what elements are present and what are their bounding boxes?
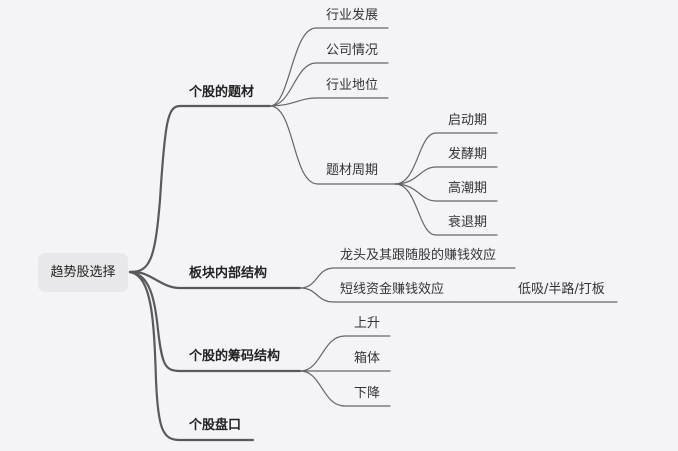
node-label: 题材周期 <box>326 163 379 178</box>
node-ticai[interactable]: 个股的题材 <box>189 86 254 99</box>
node-pankou-label: 个股盘口 <box>189 418 242 433</box>
node-label: 龙头及其跟随股的赚钱效应 <box>340 248 497 263</box>
node-bankuai-label: 板块内部结构 <box>189 266 268 281</box>
node-label: 短线资金赚钱效应 <box>340 282 445 297</box>
link-root-ticai <box>128 104 272 274</box>
node-gaochao[interactable]: 高潮期 <box>448 182 487 195</box>
node-dixi[interactable]: 低吸/半路/打板 <box>518 283 605 296</box>
node-label: 启动期 <box>448 113 488 128</box>
node-label: 行业地位 <box>326 78 379 93</box>
node-label: 公司情况 <box>326 43 379 58</box>
node-label: 下降 <box>354 386 381 401</box>
node-fajiao[interactable]: 发酵期 <box>448 148 487 161</box>
node-qidong[interactable]: 启动期 <box>448 114 487 127</box>
node-xiangti[interactable]: 箱体 <box>354 352 380 365</box>
node-label: 低吸/半路/打板 <box>518 282 605 297</box>
node-label: 高潮期 <box>448 181 488 196</box>
node-label: 衰退期 <box>448 215 488 230</box>
node-ticai-zhouqi[interactable]: 题材周期 <box>326 164 378 177</box>
node-label: 行业发展 <box>326 8 379 23</box>
link-root-pankou <box>128 270 255 442</box>
node-duanxian[interactable]: 短线资金赚钱效应 <box>340 283 444 296</box>
node-gongsi-qingkuang[interactable]: 公司情况 <box>326 44 378 57</box>
link-root-chouma <box>128 270 302 373</box>
node-shuaitui[interactable]: 衰退期 <box>448 216 487 229</box>
link-root-bankuai <box>128 270 302 290</box>
node-longtou[interactable]: 龙头及其跟随股的赚钱效应 <box>340 249 496 262</box>
node-chouma[interactable]: 个股的筹码结构 <box>189 350 280 363</box>
node-hangye-diwei[interactable]: 行业地位 <box>326 79 378 92</box>
node-label: 上升 <box>354 316 381 331</box>
node-xiajiang[interactable]: 下降 <box>354 387 380 400</box>
root-node[interactable]: 趋势股选择 <box>38 253 128 292</box>
node-hangye-fazhan[interactable]: 行业发展 <box>326 9 378 22</box>
node-shangsheng[interactable]: 上升 <box>354 317 380 330</box>
node-pankou[interactable]: 个股盘口 <box>189 419 241 432</box>
node-label: 箱体 <box>354 351 381 366</box>
node-ticai-label: 个股的题材 <box>189 85 255 100</box>
root-label: 趋势股选择 <box>50 265 116 280</box>
node-chouma-label: 个股的筹码结构 <box>189 349 281 364</box>
node-label: 发酵期 <box>448 147 488 162</box>
node-bankuai[interactable]: 板块内部结构 <box>189 267 267 280</box>
